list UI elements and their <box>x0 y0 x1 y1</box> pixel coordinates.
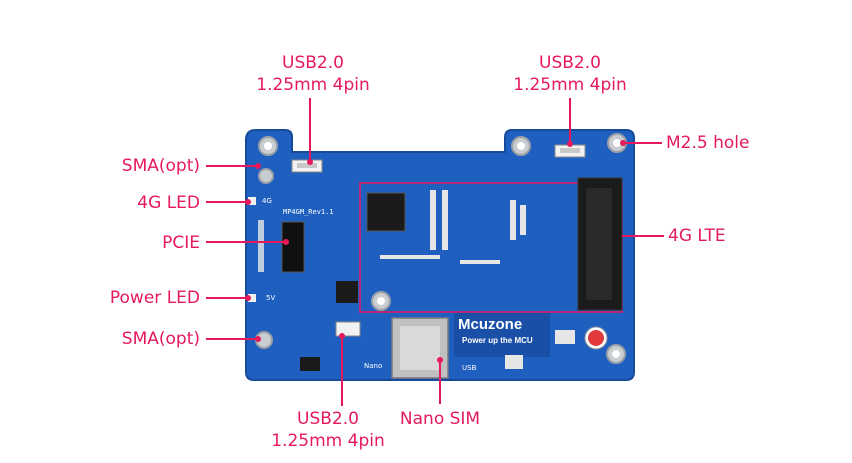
leader-dot-usb-top-right <box>567 141 573 147</box>
callout-nano-sim: Nano SIM <box>399 409 481 429</box>
board-4g-silk: 4G <box>262 197 272 205</box>
callout-m25-hole: M2.5 hole <box>666 133 750 153</box>
mounting-holes <box>255 133 627 364</box>
main-chip <box>366 192 406 232</box>
callout-sma-bottom: SMA(opt) <box>121 329 200 349</box>
callout-usb-top-left: USB2.0 1.25mm 4pin <box>253 52 373 96</box>
leader-dot-sma-bottom <box>255 336 261 342</box>
leader-sma-top <box>206 165 258 167</box>
leader-dot-pcie <box>283 239 289 245</box>
callout-usb-top-right-line1: USB2.0 <box>539 53 601 73</box>
board-5v-silk: 5V <box>266 294 276 302</box>
callout-pcie: PCIE <box>162 233 200 253</box>
leader-dot-usb-bottom <box>339 333 345 339</box>
callout-power-led: Power LED <box>109 288 200 308</box>
leader-dot-usb-top-left <box>307 159 313 165</box>
callout-sma-top: SMA(opt) <box>121 156 200 176</box>
usb-connector-bottom <box>335 321 361 337</box>
leader-sma-bottom <box>206 338 258 340</box>
callout-usb-top-left-line2: 1.25mm 4pin <box>256 75 370 95</box>
leader-power-led <box>206 297 248 299</box>
leader-dot-m25-hole <box>620 140 626 146</box>
board-model-silk: MP4GM_Rev1.1 <box>283 208 334 216</box>
leader-pcie <box>206 241 286 243</box>
callout-usb-top-left-line1: USB2.0 <box>282 53 344 73</box>
leader-nano-sim <box>439 360 441 404</box>
leader-usb-top-right <box>569 98 571 144</box>
leader-4g-led <box>206 201 248 203</box>
callout-4g-led: 4G LED <box>137 193 200 213</box>
leader-dot-nano-sim <box>437 357 443 363</box>
board-usb-silk: USB <box>462 364 477 372</box>
leader-usb-top-left <box>309 98 311 162</box>
callout-4g-lte: 4G LTE <box>668 226 726 246</box>
leader-m25-hole <box>624 142 662 144</box>
callout-usb-bottom-line1: USB2.0 <box>297 409 359 429</box>
board-brand: Mcuzone <box>458 316 523 333</box>
board-nano-silk: Nano <box>364 362 383 370</box>
callout-usb-bottom: USB2.0 1.25mm 4pin <box>268 408 388 452</box>
leader-4g-lte <box>622 235 664 237</box>
callout-usb-top-right-line2: 1.25mm 4pin <box>513 75 627 95</box>
leader-dot-power-led <box>245 295 251 301</box>
callout-usb-bottom-line2: 1.25mm 4pin <box>271 431 385 451</box>
leader-dot-sma-top <box>255 163 261 169</box>
leader-usb-bottom <box>341 336 343 406</box>
leader-dot-4g-led <box>245 199 251 205</box>
pcie-connector <box>281 221 305 273</box>
callout-usb-top-right: USB2.0 1.25mm 4pin <box>510 52 630 96</box>
board-tagline: Power up the MCU <box>462 336 533 345</box>
m2-slot <box>577 177 623 311</box>
